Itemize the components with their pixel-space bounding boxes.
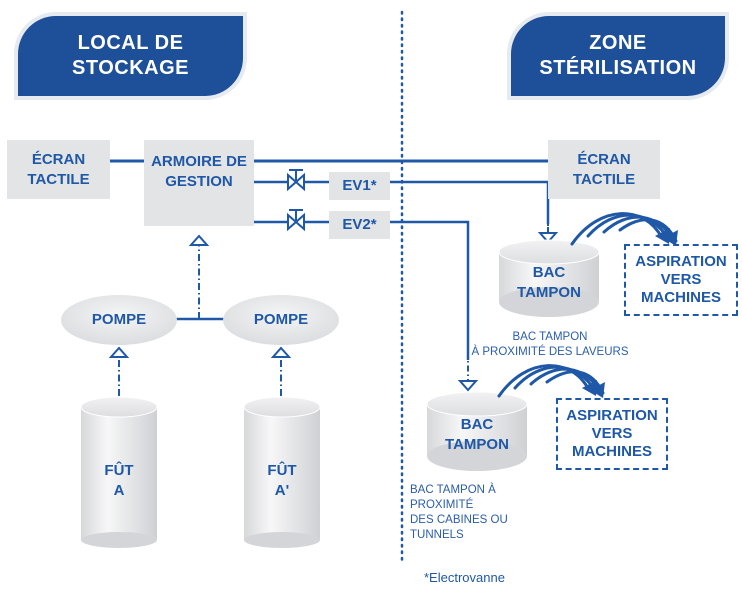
- pompe-right-label: POMPE: [253, 311, 309, 328]
- fut-a-line1: FÛT: [104, 462, 134, 479]
- ecran-left-line2: TACTILE: [27, 170, 90, 188]
- bac-tampon-bottom: BAC TAMPON: [437, 414, 517, 456]
- arrow-down-icon: [457, 380, 479, 392]
- ecran-right-line1: ÉCRAN: [577, 150, 631, 168]
- bac-bottom-caption-line1: BAC TAMPON À PROXIMITÉ: [410, 484, 496, 511]
- armoire-line1: ARMOIRE DE: [151, 153, 247, 170]
- drum-a-shape: [80, 396, 158, 548]
- aspiration-bottom-line3: MACHINES: [571, 443, 652, 460]
- bac-top-caption-line2: À PROXIMITÉ DES LAVEURS: [471, 346, 629, 358]
- ecran-tactile-right: ÉCRAN TACTILE: [548, 140, 660, 199]
- ecran-left-line1: ÉCRAN: [31, 150, 86, 168]
- bac-top-caption-line1: BAC TAMPON: [512, 331, 588, 343]
- bac-top-shape: [498, 239, 600, 317]
- pompe-right: POMPE: [223, 308, 339, 332]
- suction-swirl-icon: [570, 212, 678, 246]
- armoire-de-gestion: ARMOIRE DE GESTION: [144, 140, 254, 226]
- line-ev2: [254, 220, 470, 360]
- bac-bottom-line2: TAMPON: [445, 436, 509, 453]
- fut-a-prime: FÛT A': [244, 458, 320, 504]
- bac-bottom-caption-line2: DES CABINES OU TUNNELS: [410, 514, 508, 541]
- arrow-up-icon: [108, 346, 130, 358]
- fut-a: FÛT A: [81, 458, 157, 504]
- bac-top-line1: BAC: [532, 264, 566, 281]
- arrow-down-icon: [537, 232, 559, 244]
- ev1-label: EV1*: [342, 177, 377, 194]
- header-zone-line1: ZONE: [589, 32, 647, 54]
- fut-a2-line1: FÛT: [267, 462, 297, 479]
- bac-tampon-top: BAC TAMPON: [509, 262, 589, 304]
- valve-icon: [287, 209, 305, 232]
- header-local-stockage: LOCAL DE STOCKAGE: [18, 16, 243, 96]
- arrow-up-icon: [270, 346, 292, 358]
- aspiration-top-line1: ASPIRATION: [635, 253, 727, 270]
- aspiration-top: ASPIRATION VERS MACHINES: [624, 244, 738, 316]
- ev2-box: EV2*: [329, 211, 390, 239]
- bac-top-caption: BAC TAMPON À PROXIMITÉ DES LAVEURS: [470, 330, 630, 360]
- footnote-electrovanne: *Electrovanne: [424, 570, 505, 585]
- bac-top-line2: TAMPON: [517, 284, 581, 301]
- bac-bottom-caption: BAC TAMPON À PROXIMITÉ DES CABINES OU TU…: [410, 483, 560, 543]
- valve-icon: [287, 169, 305, 192]
- pump-left-shape: [61, 295, 177, 345]
- header-local-line2: STOCKAGE: [72, 57, 189, 79]
- ecran-tactile-left: ÉCRAN TACTILE: [7, 140, 110, 199]
- aspiration-top-line3: MACHINES: [640, 289, 721, 306]
- fut-a2-line2: A': [274, 482, 290, 499]
- fut-a-line2: A: [113, 482, 125, 499]
- ev2-label: EV2*: [342, 216, 377, 233]
- bac-bottom-line1: BAC: [460, 416, 494, 433]
- suction-swirl-icon: [497, 364, 605, 398]
- pompe-left-label: POMPE: [91, 311, 147, 328]
- ev1-box: EV1*: [329, 172, 390, 200]
- aspiration-top-line2: VERS: [660, 271, 702, 288]
- pompe-left: POMPE: [61, 308, 177, 332]
- drum-a2-shape: [243, 396, 321, 548]
- header-local-line1: LOCAL DE: [77, 32, 184, 54]
- pump-right-shape: [223, 295, 339, 345]
- ecran-right-line2: TACTILE: [572, 170, 636, 188]
- aspiration-bottom: ASPIRATION VERS MACHINES: [556, 398, 668, 470]
- header-zone-sterilisation: ZONE STÉRILISATION: [511, 16, 725, 96]
- bac-bottom-shape: [426, 391, 528, 471]
- armoire-line2: GESTION: [165, 173, 233, 190]
- aspiration-bottom-line1: ASPIRATION: [566, 407, 658, 424]
- arrow-up-icon: [188, 234, 210, 246]
- header-zone-line2: STÉRILISATION: [539, 57, 697, 79]
- aspiration-bottom-line2: VERS: [591, 425, 633, 442]
